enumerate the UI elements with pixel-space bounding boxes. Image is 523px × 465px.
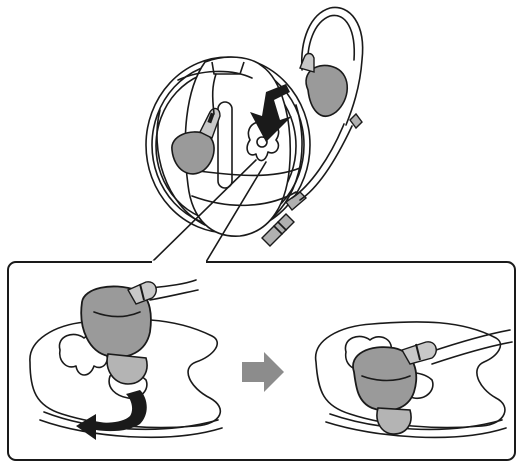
earphone-right-icon — [292, 7, 363, 200]
